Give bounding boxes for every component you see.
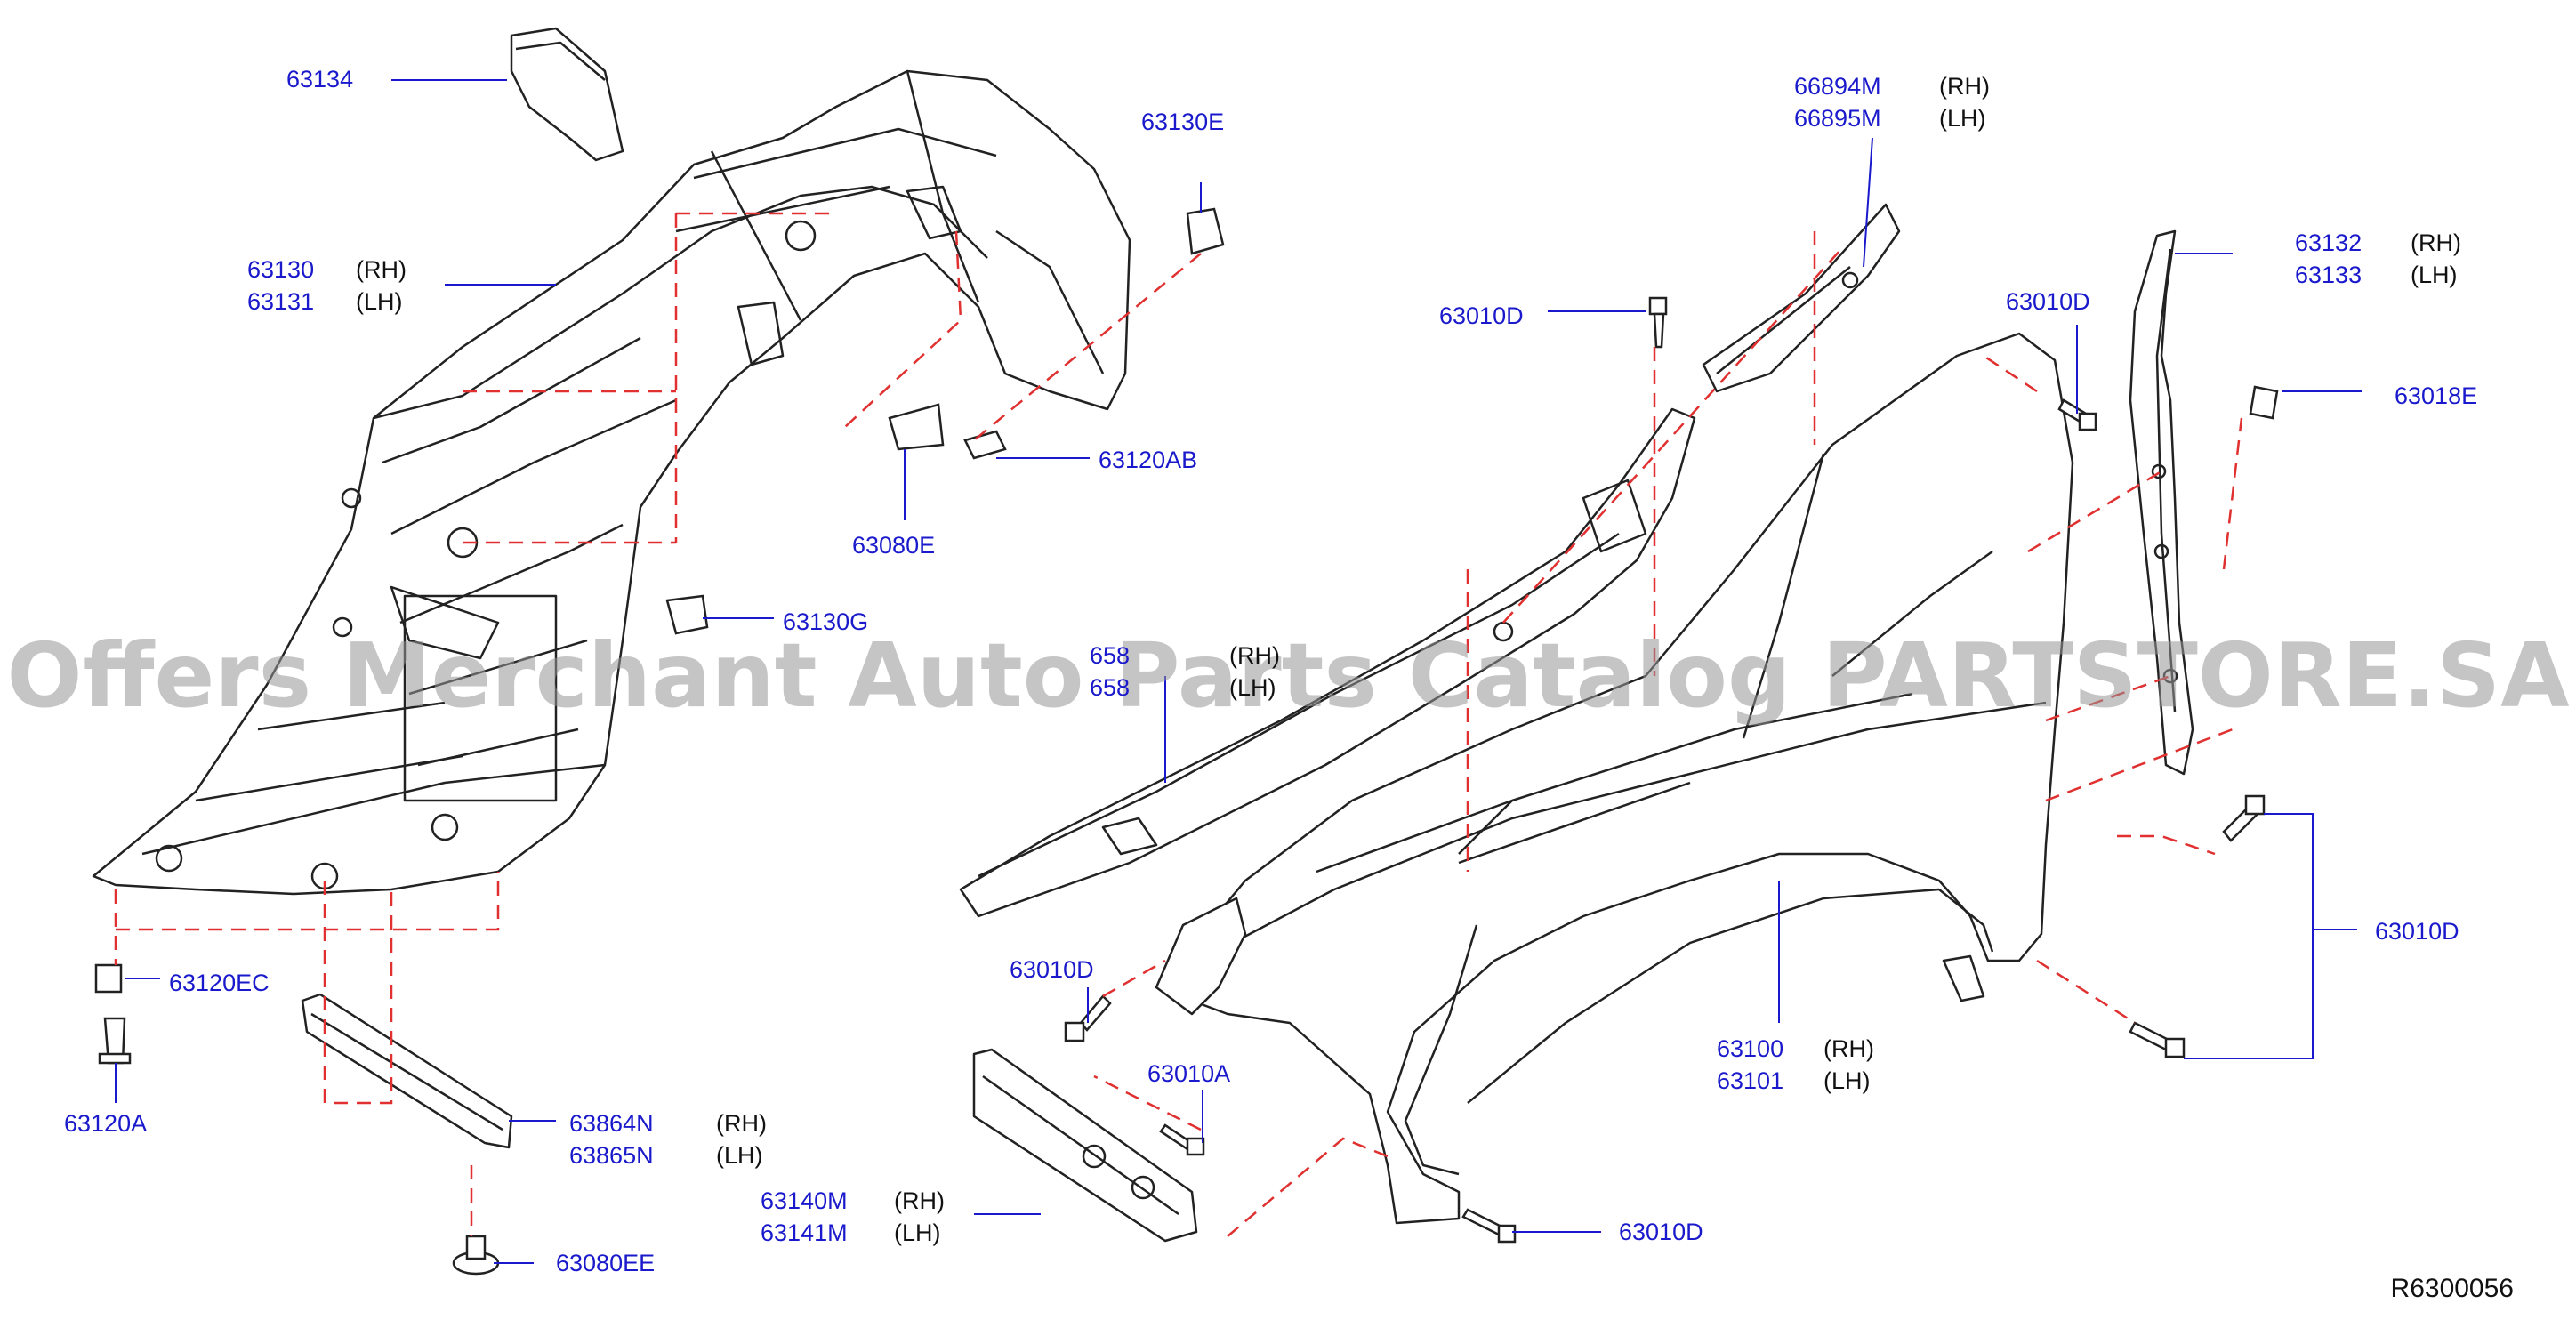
label-63101-side: (LH) [1823, 1067, 1871, 1094]
label-63131[interactable]: 63131 [247, 288, 315, 315]
bracket-66894m-part [1702, 203, 1901, 393]
bolt-63010d-right-a-icon [2222, 794, 2266, 842]
label-63130e[interactable]: 63130E [1141, 109, 1225, 135]
label-66895m[interactable]: 66895M [1794, 105, 1881, 132]
label-63865n[interactable]: 63865N [569, 1142, 654, 1169]
label-63130g[interactable]: 63130G [783, 608, 869, 635]
clip-63080ee-icon [452, 1235, 500, 1276]
label-63080ee[interactable]: 63080EE [556, 1250, 656, 1276]
screw-63120a-icon [98, 1017, 132, 1065]
label-63120a[interactable]: 63120A [64, 1110, 148, 1137]
label-63130-side: (RH) [356, 256, 407, 283]
label-66894m[interactable]: 66894M [1794, 73, 1881, 100]
label-63141m-side: (LH) [894, 1219, 941, 1246]
label-63010d-mid[interactable]: 63010D [2006, 288, 2090, 315]
clip-63018e-icon [2249, 385, 2279, 420]
clip-63130g-icon [665, 594, 709, 635]
label-63100-side: (RH) [1823, 1035, 1874, 1062]
label-63101[interactable]: 63101 [1717, 1067, 1784, 1094]
bolt-63010d-top-icon [1648, 296, 1668, 349]
label-63130[interactable]: 63130 [247, 256, 315, 283]
label-63132[interactable]: 63132 [2295, 229, 2363, 256]
label-66894m-side: (RH) [1939, 73, 1990, 100]
label-63010a[interactable]: 63010A [1147, 1060, 1231, 1087]
label-63134[interactable]: 63134 [286, 66, 354, 93]
bolt-63010d-bottom-icon [1461, 1208, 1517, 1244]
clip-63130e-icon [1186, 207, 1225, 255]
label-63010d-left[interactable]: 63010D [1010, 956, 1094, 983]
label-63132-side: (RH) [2411, 229, 2461, 256]
label-658-lh[interactable]: 658 [1090, 674, 1131, 701]
reference-code: R6300056 [2390, 1274, 2514, 1303]
label-63018e[interactable]: 63018E [2395, 382, 2478, 409]
bolt-63010a-icon [1159, 1123, 1205, 1156]
label-63140m[interactable]: 63140M [761, 1187, 848, 1214]
label-63120ab[interactable]: 63120AB [1099, 447, 1198, 473]
label-63131-side: (LH) [356, 288, 403, 315]
label-63865n-side: (LH) [716, 1142, 763, 1169]
fender-liner-part [92, 69, 1131, 896]
label-66895m-side: (LH) [1939, 105, 1986, 132]
front-fender-part [1155, 332, 2074, 1225]
label-63864n[interactable]: 63864N [569, 1110, 654, 1137]
label-658-rh[interactable]: 658 [1090, 642, 1131, 669]
bolt-63010d-right-b-icon [2129, 1021, 2186, 1058]
clip-63120ab-icon [963, 430, 1007, 460]
label-63100[interactable]: 63100 [1717, 1035, 1784, 1062]
splash-guard-part [301, 993, 513, 1149]
label-63120ec[interactable]: 63120EC [169, 970, 270, 996]
label-63133-side: (LH) [2411, 262, 2458, 288]
clip-63120ec-icon [94, 963, 123, 994]
label-63864n-side: (RH) [716, 1110, 767, 1137]
label-63010d-bottom[interactable]: 63010D [1619, 1219, 1703, 1245]
label-658-rh-side: (RH) [1229, 642, 1280, 669]
label-63010d-top[interactable]: 63010D [1439, 302, 1524, 329]
label-658-lh-side: (LH) [1229, 674, 1276, 701]
label-63080e[interactable]: 63080E [852, 532, 936, 559]
bracket-63140m-part [972, 1048, 1198, 1243]
label-63140m-side: (RH) [894, 1187, 945, 1214]
label-63133[interactable]: 63133 [2295, 262, 2363, 288]
label-63010d-right[interactable]: 63010D [2375, 918, 2459, 945]
fender-reinforcement-part [959, 407, 1696, 918]
bolt-63010d-mid-icon [2057, 398, 2097, 431]
label-63141m[interactable]: 63141M [761, 1219, 848, 1246]
bracket-63132-part [2129, 229, 2194, 776]
fender-front-bracket-part [1155, 897, 1247, 1016]
clip-63080e-icon [888, 403, 945, 451]
bracket-63134-part [510, 27, 624, 162]
